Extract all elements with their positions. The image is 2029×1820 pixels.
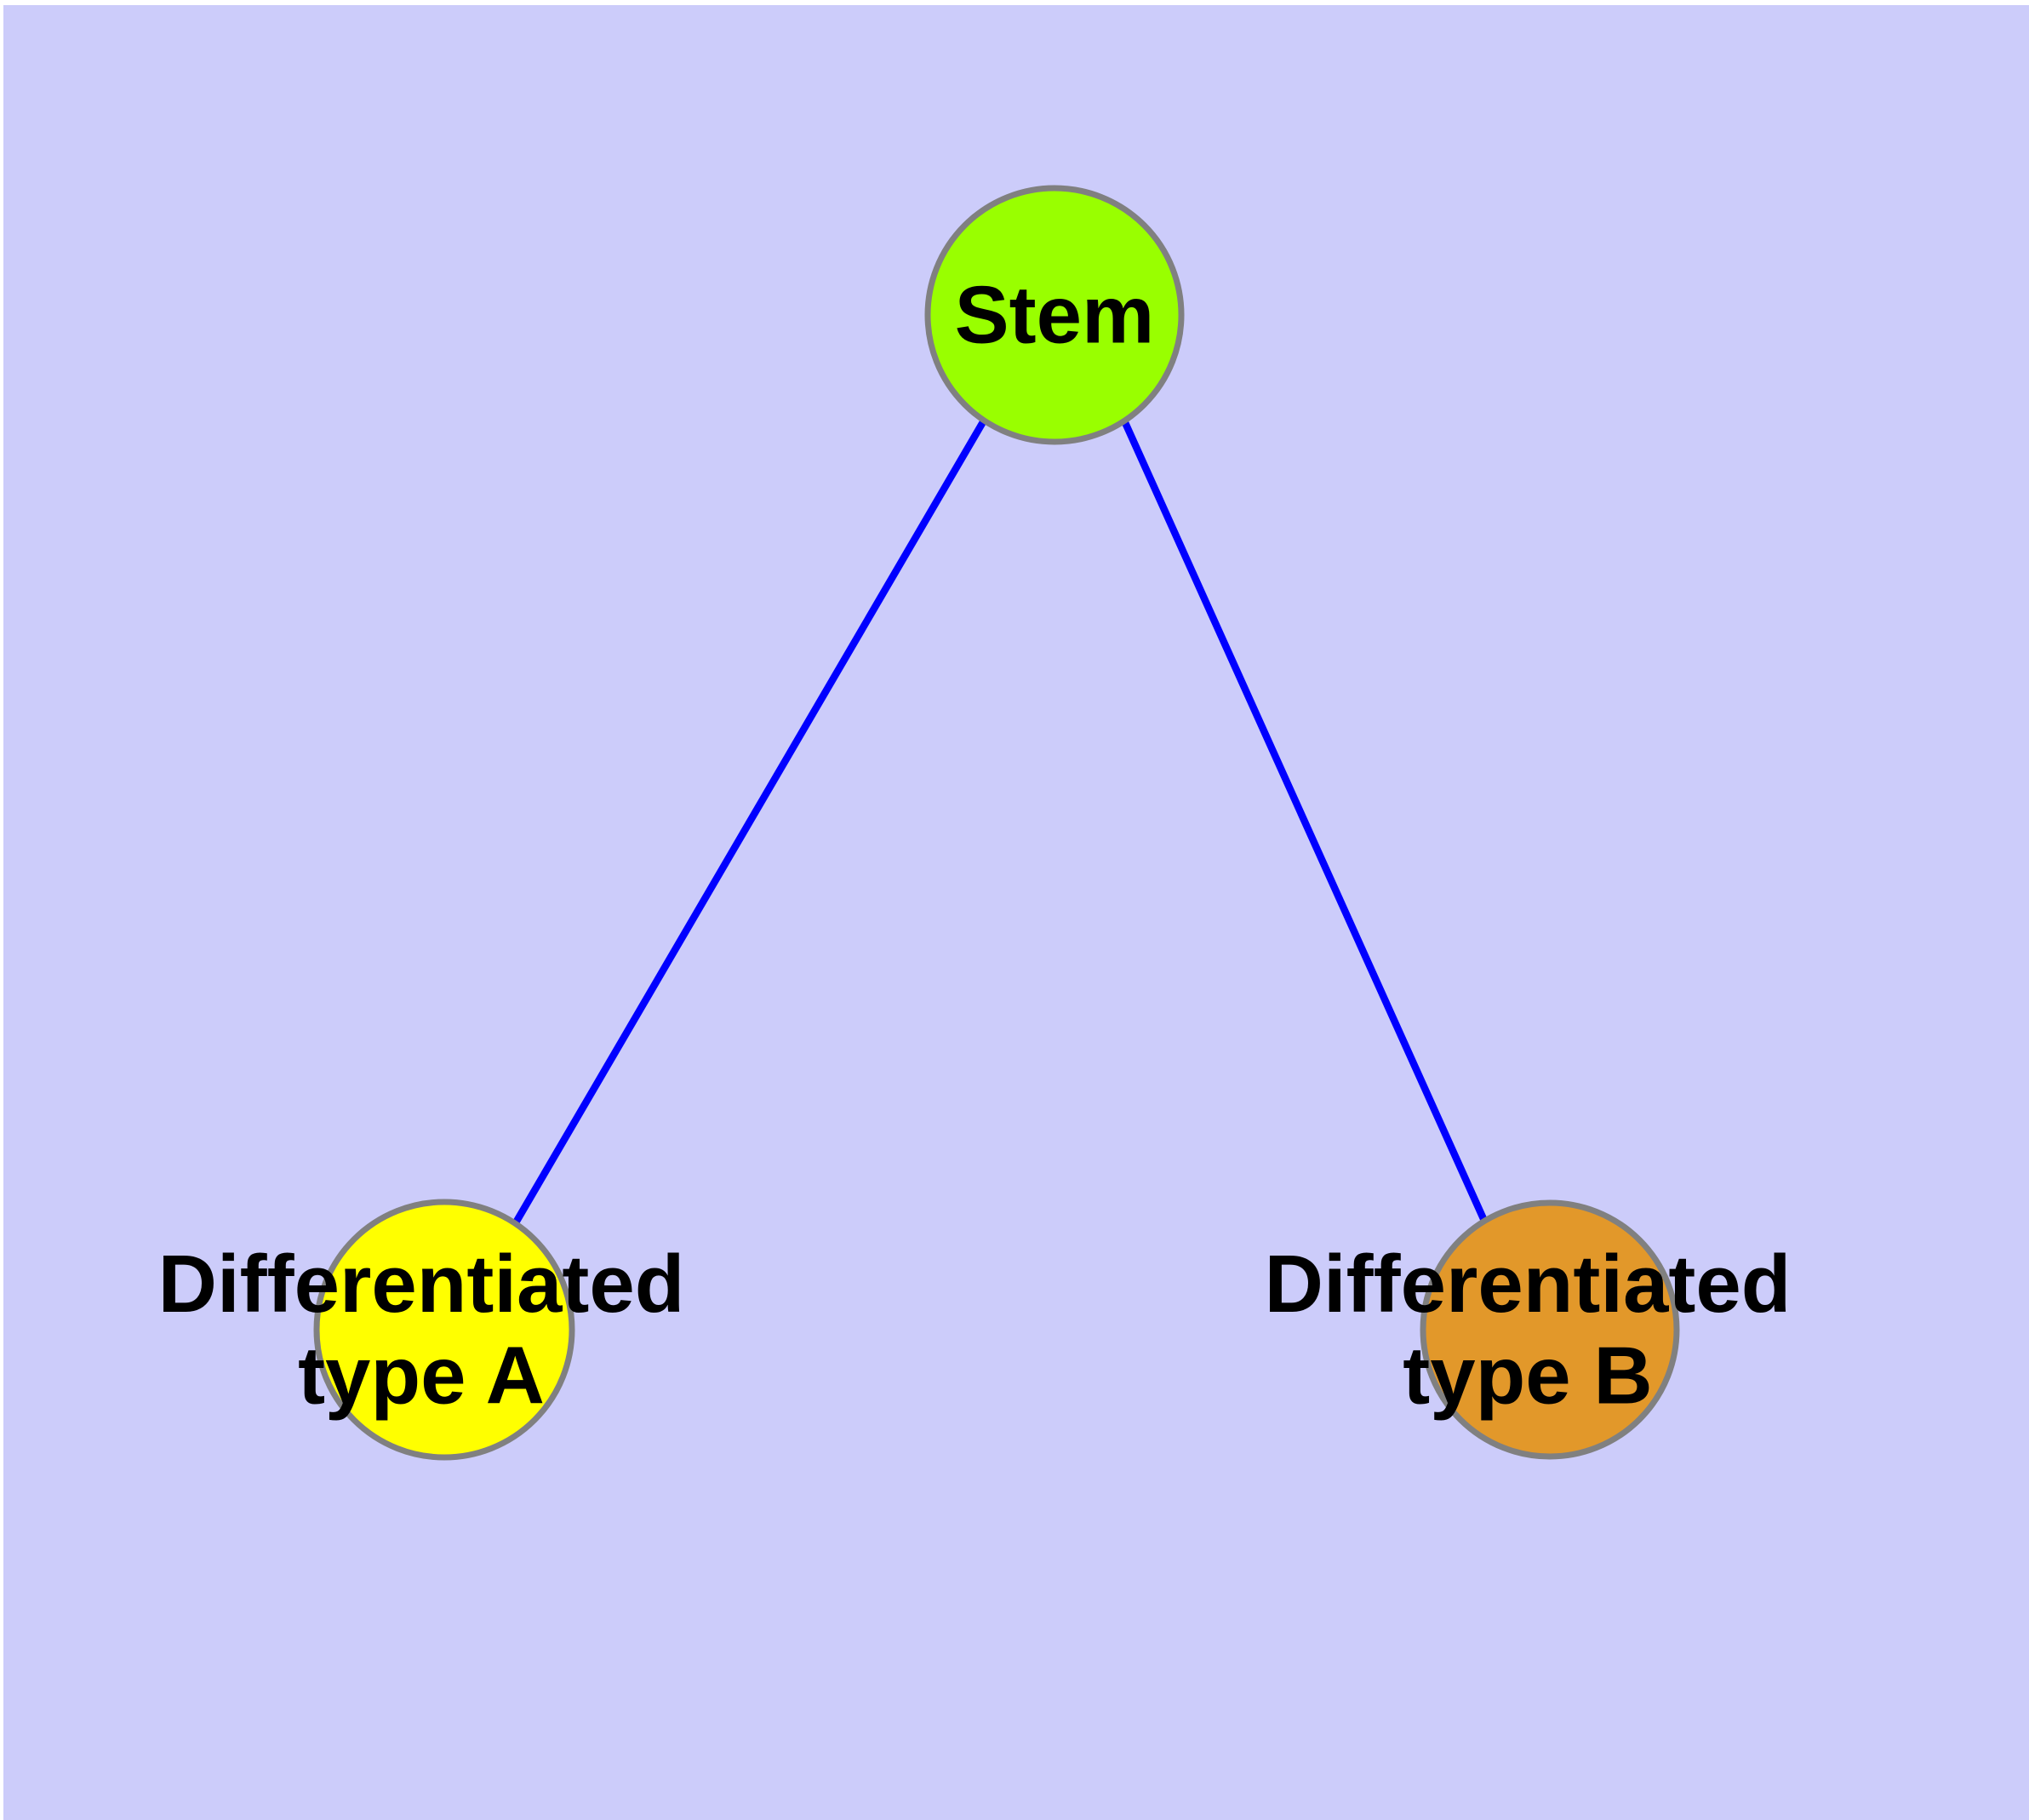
node-differentiated-type-a[interactable] bbox=[313, 1199, 575, 1461]
node-layer bbox=[313, 185, 1680, 1461]
node-label-line: Differentiated bbox=[158, 1239, 685, 1330]
node-differentiated-type-b[interactable] bbox=[1420, 1199, 1680, 1460]
edge-stem-to-diff-b[interactable] bbox=[1120, 417, 1488, 1222]
node-label-stem: Stem bbox=[955, 270, 1155, 361]
node-label-line: Stem bbox=[955, 270, 1155, 361]
node-stem[interactable] bbox=[924, 185, 1185, 445]
edge-layer bbox=[512, 417, 1488, 1227]
node-label-line: type B bbox=[1403, 1330, 1652, 1421]
node-label-line: Differentiated bbox=[1265, 1239, 1792, 1330]
edge-stem-to-diff-a[interactable] bbox=[512, 418, 987, 1227]
node-label-line: type A bbox=[298, 1330, 545, 1421]
